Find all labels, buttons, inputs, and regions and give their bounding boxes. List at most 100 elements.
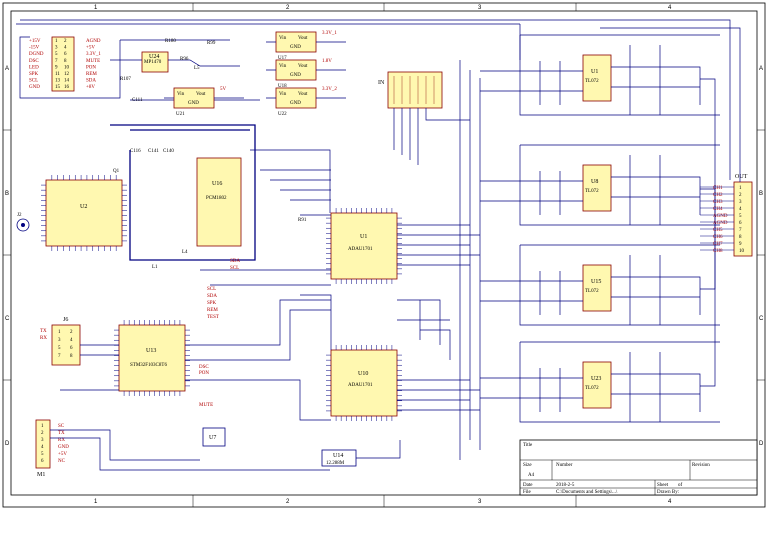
out-pin: 6 <box>739 221 742 226</box>
j6-pin: 8 <box>70 354 73 359</box>
u1-block: U1 ADAU1701 R91 <box>298 208 402 284</box>
power-header-pin: 11 <box>55 72 60 77</box>
mcu-net-label: DSC <box>199 365 209 370</box>
power-header-right-net: +5V <box>86 46 95 51</box>
regulator-ref: U17 <box>278 56 287 61</box>
power-header-left-net: DSC <box>29 59 39 64</box>
opamp-ref: U23 <box>591 376 601 382</box>
out-pin: 10 <box>739 249 745 254</box>
u1-ref: U1 <box>360 234 367 240</box>
mcu-bus <box>60 299 331 421</box>
zone-col-1-bottom: 1 <box>94 499 98 505</box>
m1-net: TX <box>58 431 65 436</box>
j2-label: J2 <box>17 213 22 218</box>
regulator-output-net: 3.3V_2 <box>322 87 337 92</box>
out-pin: 1 <box>739 186 742 191</box>
power-header-pin: 4 <box>64 46 67 51</box>
power-header-wire <box>19 36 121 99</box>
mcu-net-label: TEST <box>207 315 219 320</box>
u7-ref: U7 <box>209 435 216 441</box>
opamp-part: TL072 <box>585 189 599 194</box>
q1-label: Q1 <box>113 169 120 174</box>
out-net: CH7 <box>713 242 723 247</box>
u13-block: U13 STM32F103C8T6 SCLSDASPKREMTESTDSCPON… <box>114 259 240 408</box>
center-wiring <box>397 299 451 360</box>
j6-pin: 6 <box>70 346 73 351</box>
out-connector: OUT 1CH12CH23CH34CH45AGND6AGND7CH58CH69C… <box>700 174 753 257</box>
opamp-channel: U23 TL072 <box>480 185 720 423</box>
power-header-pin: 15 <box>55 85 61 90</box>
opamp-body <box>582 361 612 409</box>
out-pins: 1CH12CH23CH34CH45AGND6AGND7CH58CH69CH710… <box>700 186 745 254</box>
regulator-ref: U22 <box>278 112 287 117</box>
regulator-output-net: 5V <box>220 87 227 92</box>
l4-label: L4 <box>182 250 188 255</box>
sheet-of: of <box>678 483 683 488</box>
title-label: Title <box>523 443 533 448</box>
opamp-ref: U8 <box>591 179 598 185</box>
in-wires <box>393 108 470 165</box>
u14-part: 12.288M <box>326 461 345 466</box>
power-header-pin: 1 <box>55 39 58 44</box>
regulator-ref: U18 <box>278 84 287 89</box>
out-net: CH6 <box>713 235 723 240</box>
out-pin: 5 <box>739 214 742 219</box>
zone-row-a-left: A <box>5 66 9 72</box>
regulator-gnd: GND <box>290 101 301 106</box>
power-header-left-net: -15V <box>29 46 40 51</box>
u1-part: ADAU1701 <box>348 247 373 252</box>
power-header-pin: 13 <box>55 79 61 84</box>
u2-body <box>45 179 123 247</box>
out-net: CH3 <box>713 200 723 205</box>
opamp-wiring <box>480 244 720 326</box>
c107-label: C111 <box>132 98 143 103</box>
date-label: Date <box>523 483 533 488</box>
file-label: File <box>523 490 532 495</box>
c116-label: C116 <box>130 149 141 154</box>
opamp-wiring <box>480 34 720 116</box>
zone-col-3-top: 3 <box>478 5 482 11</box>
in-pins <box>393 76 435 104</box>
u14-ref: U14 <box>333 453 343 459</box>
u16-body <box>196 157 242 247</box>
power-header-pin: 5 <box>55 52 58 57</box>
buck-wires <box>110 39 260 101</box>
zone-col-4-bottom: 4 <box>668 499 672 505</box>
power-header-pin: 6 <box>64 52 67 57</box>
u7-body <box>202 427 226 447</box>
u1-fanout <box>200 149 332 350</box>
j6-pin: 4 <box>70 338 73 343</box>
out-pin: 7 <box>739 228 742 233</box>
m1-net: +5V <box>58 452 67 457</box>
revision-label: Revision <box>692 463 710 468</box>
opamp-output-wire <box>700 78 716 185</box>
mcu-net-label: SDA <box>207 294 217 299</box>
power-header-right-net: +8V <box>86 85 95 90</box>
u2-pins <box>41 175 127 251</box>
mcu-net-label: SPK <box>207 301 217 306</box>
power-header-left-net: SCL <box>29 79 38 84</box>
regulator-gnd: GND <box>290 73 301 78</box>
date-value: 2018-2-5 <box>556 483 575 488</box>
u7-block: U7 <box>202 427 226 447</box>
out-net: CH2 <box>713 193 723 198</box>
out-net: CH4 <box>713 207 723 212</box>
power-header-right-net: AGND <box>86 39 101 44</box>
r76-label: R91 <box>298 218 307 223</box>
mcu-net-label: MUTE <box>199 403 213 408</box>
j2-jack-center-icon <box>21 223 25 227</box>
j6-pin: 7 <box>58 354 61 359</box>
power-header-right-net: 3.3V_1 <box>86 52 101 57</box>
zone-row-d-right: D <box>759 441 764 447</box>
out-net: CH1 <box>713 186 723 191</box>
regulator-vout: Vout <box>298 92 308 97</box>
out-pin: 3 <box>739 200 742 205</box>
m1-pin: 6 <box>41 459 44 464</box>
